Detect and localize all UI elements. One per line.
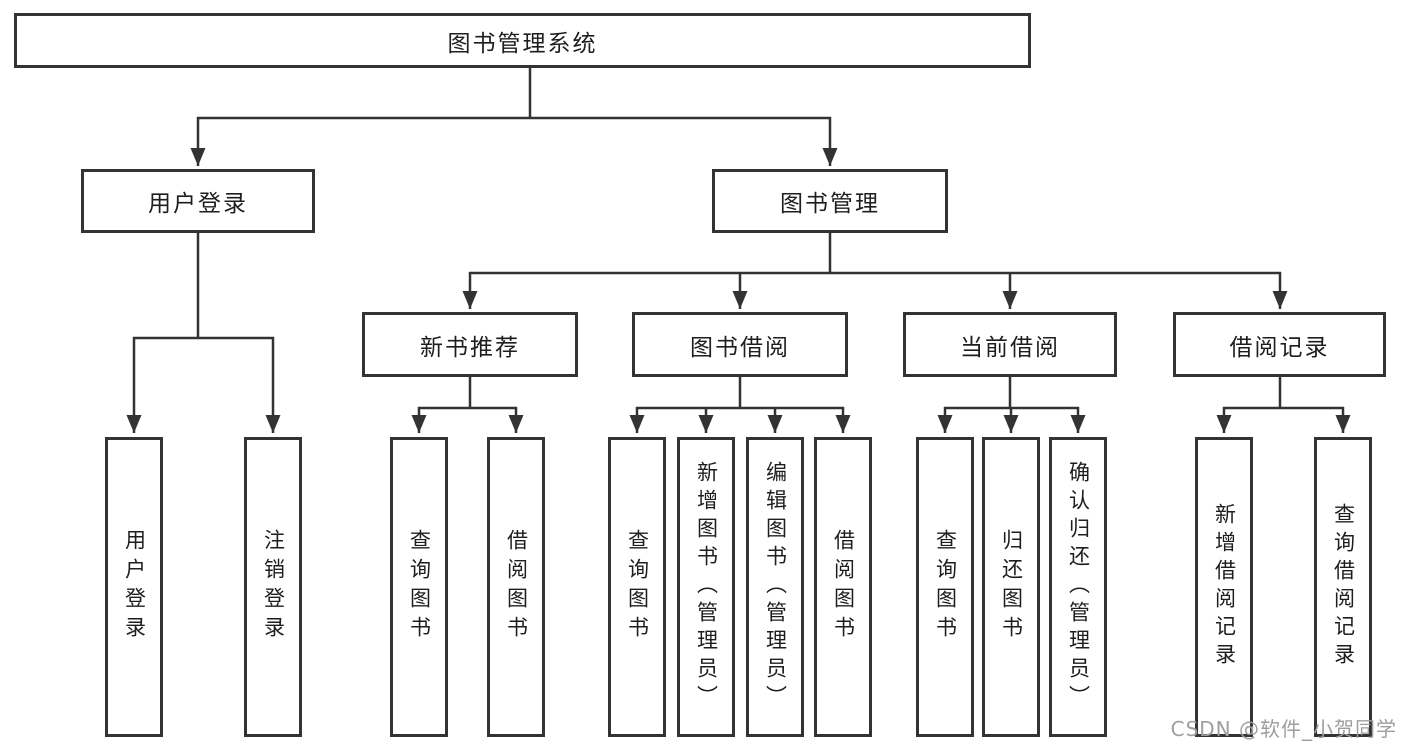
node-label: 借阅图书 xyxy=(831,529,856,645)
node-leaf-query-borrow-record: 查询借阅记录 xyxy=(1314,437,1372,737)
node-label: 图书管理系统 xyxy=(447,30,598,57)
node-label: 借阅图书 xyxy=(504,529,529,645)
node-label: 新书推荐 xyxy=(420,334,520,361)
node-new-book-recommend: 新书推荐 xyxy=(362,312,578,377)
node-label: 确认归还（管理员） xyxy=(1066,461,1091,713)
node-user-login: 用户登录 xyxy=(81,169,315,233)
node-leaf-borrow-books: 借阅图书 xyxy=(814,437,872,737)
node-label: 新增借阅记录 xyxy=(1212,503,1237,671)
node-label: 图书管理 xyxy=(780,191,880,217)
node-leaf-query-books-borrow: 查询图书 xyxy=(608,437,666,737)
node-label: 用户登录 xyxy=(148,191,248,217)
node-leaf-confirm-return-admin: 确认归还（管理员） xyxy=(1049,437,1107,737)
node-leaf-add-borrow-record: 新增借阅记录 xyxy=(1195,437,1253,737)
node-library-system: 图书管理系统 xyxy=(14,13,1031,68)
node-leaf-query-books-recommend: 查询图书 xyxy=(390,437,448,737)
node-leaf-logout: 注销登录 xyxy=(244,437,302,737)
node-label: 查询图书 xyxy=(625,529,650,645)
csdn-watermark: CSDN @软件_小贺同学 xyxy=(1170,717,1397,741)
node-leaf-user-login: 用户登录 xyxy=(105,437,163,737)
node-label: 注销登录 xyxy=(261,529,286,645)
node-label: 归还图书 xyxy=(999,529,1024,645)
node-label: 用户登录 xyxy=(122,529,147,645)
node-leaf-query-books-current: 查询图书 xyxy=(916,437,974,737)
node-book-management: 图书管理 xyxy=(712,169,948,233)
node-borrow-records: 借阅记录 xyxy=(1173,312,1386,377)
node-leaf-return-book: 归还图书 xyxy=(982,437,1040,737)
node-label: 查询图书 xyxy=(407,529,432,645)
node-leaf-borrow-books-recommend: 借阅图书 xyxy=(487,437,545,737)
node-label: 查询借阅记录 xyxy=(1331,503,1356,671)
node-leaf-add-book-admin: 新增图书（管理员） xyxy=(677,437,735,737)
node-label: 图书借阅 xyxy=(690,334,790,361)
node-current-borrow: 当前借阅 xyxy=(903,312,1117,377)
node-leaf-edit-book-admin: 编辑图书（管理员） xyxy=(746,437,804,737)
node-label: 编辑图书（管理员） xyxy=(763,461,788,713)
node-label: 新增图书（管理员） xyxy=(694,461,719,713)
node-label: 借阅记录 xyxy=(1229,334,1330,361)
node-book-borrow: 图书借阅 xyxy=(632,312,848,377)
node-label: 当前借阅 xyxy=(960,334,1060,361)
node-label: 查询图书 xyxy=(933,529,958,645)
